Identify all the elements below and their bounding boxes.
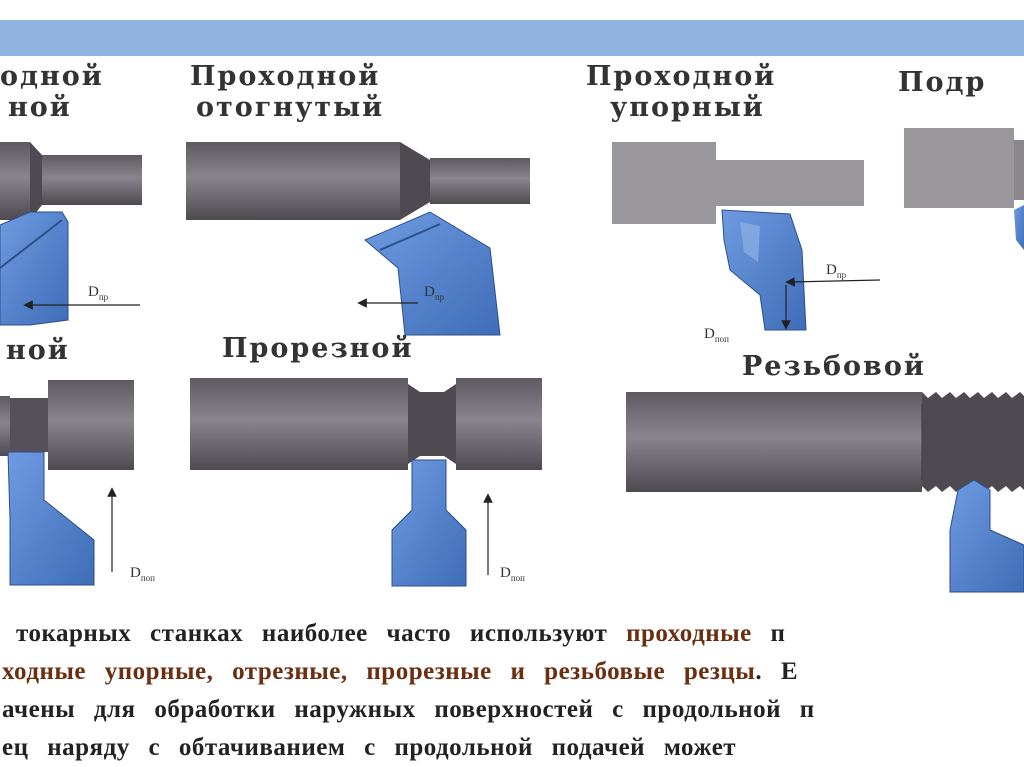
label-shoulder-1: Проходной	[586, 61, 777, 92]
turning-straight-group	[0, 142, 142, 326]
cutter-tool	[1014, 205, 1024, 250]
description-text: токарных станках наиболее часто использу…	[0, 612, 1024, 767]
workpiece-right	[456, 378, 542, 470]
workpiece	[626, 392, 922, 492]
label-bent-2: отогнутый	[196, 92, 385, 123]
turning-shoulder-group	[612, 142, 881, 331]
label-parting: ной	[6, 335, 70, 366]
dim-label-5: Dпоп	[130, 565, 155, 583]
label-facing: Подр	[898, 67, 987, 98]
label-threading: Резьбовой	[742, 351, 926, 382]
cutter-tool	[0, 211, 69, 326]
feed-arrow-longitudinal	[785, 277, 881, 287]
dim-label-1: Dпр	[88, 284, 109, 302]
dim-label-6: Dпоп	[500, 565, 525, 583]
cutter-tool	[7, 451, 95, 586]
workpiece-large	[904, 128, 1014, 208]
cutter-tool	[364, 211, 501, 336]
facing-group	[904, 128, 1024, 250]
workpiece-chamfer	[30, 142, 42, 220]
parting-group	[0, 380, 134, 586]
label-grooving: Прорезной	[222, 333, 414, 364]
workpiece-large	[0, 142, 30, 220]
text-line-1: токарных станках наиболее часто использу…	[16, 620, 786, 647]
cutter-tool	[949, 479, 1024, 593]
workpiece-small	[716, 160, 864, 206]
text-line-4: ец наряду с обтачиванием с продольной по…	[2, 734, 737, 761]
workpiece-large	[48, 380, 134, 470]
workpiece-groove	[408, 384, 456, 464]
workpiece-left	[190, 378, 408, 470]
grooving-group	[190, 378, 542, 587]
dim-label-3: Dпр	[826, 262, 847, 280]
workpiece-chamfer	[400, 142, 430, 220]
workpiece-large	[186, 142, 400, 220]
dim-label-2: Dпр	[424, 284, 445, 302]
workpiece-small	[42, 155, 142, 205]
turning-bent-group	[186, 142, 530, 336]
workpiece-large	[612, 142, 716, 224]
label-bent-1: Проходной	[190, 61, 381, 92]
cutters-diagram	[0, 128, 1024, 593]
cutter-tool	[391, 459, 467, 587]
label-straight-1: одной	[0, 61, 104, 92]
thread-profile	[922, 392, 1024, 492]
text-line-3: ачены для обработки наружных поверхносте…	[2, 696, 815, 723]
dim-label-4: Dпоп	[704, 326, 729, 344]
text-line-2: ходные упорные, отрезные, прорезные и ре…	[2, 658, 799, 685]
header-bar	[0, 20, 1024, 56]
label-straight-2: ной	[8, 92, 72, 123]
label-shoulder-2: упорный	[610, 92, 765, 123]
workpiece-small	[430, 158, 530, 204]
cutter-tool	[721, 209, 807, 331]
threading-group	[626, 392, 1024, 593]
